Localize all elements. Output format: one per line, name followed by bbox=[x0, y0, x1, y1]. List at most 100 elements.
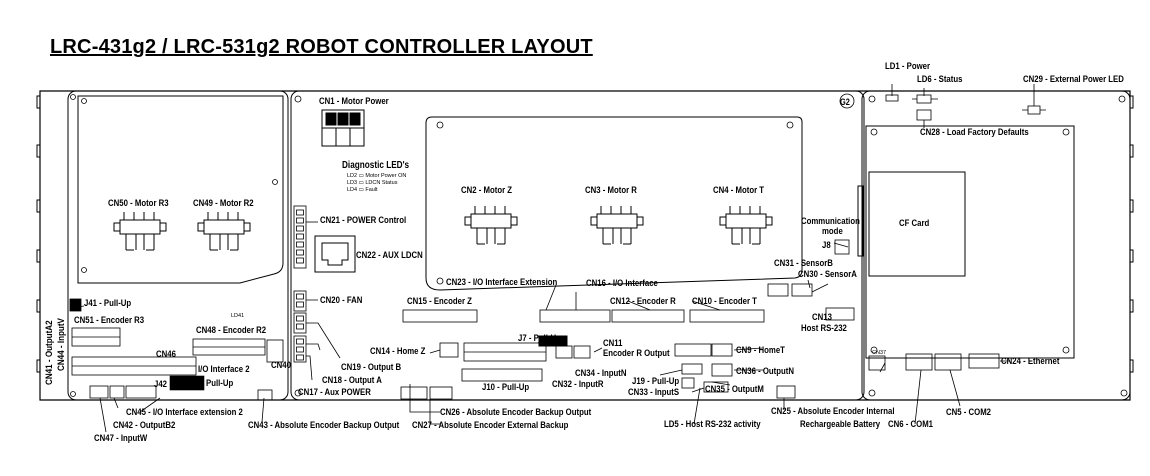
diag-led-row: LD4 ▭ Fault bbox=[347, 187, 378, 193]
cn17-label: CN17 - Aux POWER bbox=[298, 387, 371, 398]
leader-lines bbox=[69, 84, 1035, 433]
cn32-label: CN32 - InputR bbox=[552, 379, 604, 390]
comm-mode-label: Communication bbox=[801, 216, 860, 227]
comm-mode-label-2: mode bbox=[822, 226, 843, 237]
cn40-label: CN40 bbox=[271, 360, 291, 371]
cn36-label: CN36 - OutputN bbox=[736, 366, 794, 377]
mounting-holes bbox=[70, 94, 1128, 397]
ld6-label: LD6 - Status bbox=[917, 74, 963, 85]
diag-led-row: LD3 ▭ LDCN Status bbox=[347, 180, 398, 186]
cn16-label: CN16 - I/O Interface bbox=[586, 278, 658, 289]
cf-card-label: CF Card bbox=[899, 218, 930, 229]
cn47-label: CN47 - InputW bbox=[94, 433, 148, 444]
cn13-connector bbox=[825, 307, 855, 321]
j19-jumper bbox=[681, 363, 703, 375]
ld41-label: LD41 bbox=[231, 313, 245, 319]
ld5-label: LD5 - Host RS-232 activity bbox=[664, 419, 761, 430]
cn51-connector bbox=[71, 327, 121, 347]
io2-label: I/O Interface 2 bbox=[198, 364, 250, 375]
cn46-label: CN46 bbox=[156, 349, 176, 360]
cn1-label: CN1 - Motor Power bbox=[319, 96, 389, 107]
j10-label: J10 - Pull-Up bbox=[482, 382, 530, 393]
cn33-connector bbox=[681, 377, 695, 389]
ld1-label: LD1 - Power bbox=[885, 61, 931, 72]
motor-r2-r3-subboard bbox=[77, 95, 284, 284]
cn35-label: CN35 - OutputM bbox=[705, 384, 764, 395]
cn22-connector bbox=[314, 235, 356, 273]
cn29-label: CN29 - External Power LED bbox=[1023, 74, 1124, 85]
cn5-label: CN5 - COM2 bbox=[946, 407, 992, 418]
cn42-label: CN42 - OutputB2 bbox=[113, 420, 176, 431]
cn4-label: CN4 - Motor T bbox=[713, 185, 765, 196]
cn49-label: CN49 - Motor R2 bbox=[193, 198, 254, 209]
cn32-connector bbox=[555, 345, 573, 359]
cn25-label: CN25 - Absolute Encoder Internal bbox=[771, 406, 895, 417]
cn6-connector bbox=[905, 353, 933, 371]
cn22-label: CN22 - AUX LDCN bbox=[356, 250, 423, 261]
cn9-connector bbox=[711, 343, 733, 357]
j7-label: J7 - Pull-Up bbox=[518, 333, 561, 344]
cn14-label: CN14 - Home Z bbox=[370, 346, 426, 357]
cn30-connector bbox=[791, 283, 813, 297]
cn11-connector bbox=[674, 343, 712, 357]
cn25-connector bbox=[776, 385, 796, 399]
j41-jumper bbox=[69, 298, 82, 312]
cn26-connector bbox=[400, 386, 428, 400]
encoder-headers bbox=[402, 309, 765, 323]
j42-jumper bbox=[169, 375, 205, 391]
cn21-connector bbox=[293, 205, 318, 269]
cn13-label: CN13 bbox=[812, 312, 832, 323]
cn36-connector bbox=[711, 363, 733, 377]
cn2-label: CN2 - Motor Z bbox=[461, 185, 513, 196]
cn6-label: CN6 - COM1 bbox=[888, 419, 934, 430]
cn31-label: CN31 - SensorB bbox=[774, 258, 833, 269]
j41-label: J41 - Pull-Up bbox=[84, 298, 132, 309]
motor-plugs bbox=[113, 206, 773, 251]
cn25-battery-label: Rechargeable Battery bbox=[800, 419, 881, 430]
cn34-label: CN34 - InputN bbox=[575, 368, 627, 379]
cn51-label: CN51 - Encoder R3 bbox=[74, 315, 145, 326]
cn3-label: CN3 - Motor R bbox=[585, 185, 637, 196]
cn26-label: CN26 - Absolute Encoder Backup Output bbox=[440, 407, 592, 418]
cn48-label: CN48 - Encoder R2 bbox=[196, 325, 267, 336]
cn45-label: CN45 - I/O Interface extension 2 bbox=[126, 407, 243, 418]
motor-subboard bbox=[425, 116, 803, 291]
cn21-label: CN21 - POWER Control bbox=[320, 215, 407, 226]
cn48-connector bbox=[192, 338, 266, 356]
cn30-label: CN30 - SensorA bbox=[798, 269, 857, 280]
bottom-left-headers bbox=[89, 385, 273, 401]
rev-badge: G2 bbox=[840, 97, 850, 107]
cn24-connector bbox=[968, 353, 1000, 369]
left-board bbox=[67, 90, 289, 401]
cn11-label: CN11 bbox=[603, 338, 623, 349]
cf-card bbox=[868, 171, 966, 277]
j19-label: J19 - Pull-Up bbox=[632, 376, 680, 387]
cn9-label: CN9 - HomeT bbox=[736, 345, 785, 356]
cf-subboard bbox=[865, 125, 1075, 359]
cn13-rs232-label: Host RS-232 bbox=[801, 323, 847, 334]
page-title: LRC-431g2 / LRC-531g2 ROBOT CONTROLLER L… bbox=[50, 36, 593, 58]
j42-label: J42 bbox=[154, 379, 168, 390]
cn33-label: CN33 - InputS bbox=[628, 387, 680, 398]
cn18-label: CN18 - Output A bbox=[322, 375, 382, 386]
cn23-connector bbox=[463, 342, 547, 362]
cn34-connector bbox=[573, 345, 591, 359]
j8-label: J8 bbox=[822, 240, 831, 251]
cn28-jumper bbox=[916, 109, 932, 121]
diag-leds-heading: Diagnostic LED's bbox=[342, 160, 410, 171]
cn12-label: CN12 - Encoder R bbox=[610, 296, 676, 307]
cn31-connector bbox=[767, 283, 789, 297]
cn46-connector bbox=[71, 356, 197, 376]
cn50-label: CN50 - Motor R3 bbox=[108, 198, 169, 209]
j8-jumper bbox=[834, 239, 850, 255]
cn27-label: CN27 - Absolute Encoder External Backup bbox=[412, 420, 569, 431]
cn14-connector bbox=[439, 342, 459, 358]
cn23-label: CN23 - I/O Interface Extension bbox=[446, 277, 558, 288]
right-board bbox=[861, 90, 1131, 401]
cn41-label: CN41 - OutputA2 bbox=[44, 320, 55, 385]
cn15-label: CN15 - Encoder Z bbox=[407, 296, 472, 307]
j42-pullup-label: Pull-Up bbox=[206, 378, 234, 389]
mounting-tabs bbox=[36, 95, 1134, 373]
cn1-connector bbox=[321, 109, 365, 147]
